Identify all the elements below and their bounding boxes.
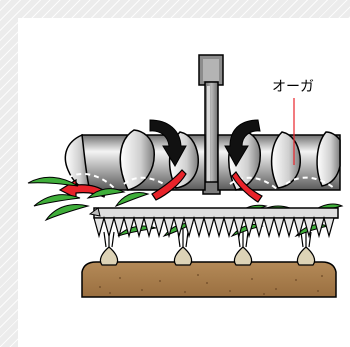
rotation-arrow-icon — [149, 119, 187, 168]
flow-arrow-inner-right — [231, 171, 263, 203]
auger-icon — [64, 129, 206, 193]
flow-arrow-inner-left — [151, 169, 187, 201]
auger-callout: オーガ — [272, 79, 314, 165]
comb-blade — [88, 207, 339, 239]
crop-bulbs — [99, 229, 316, 266]
plant-icon — [233, 229, 253, 266]
soil-bed-icon — [81, 261, 337, 298]
plant-icon — [99, 229, 119, 266]
rotation-arrows — [149, 119, 261, 168]
rotation-arrow-icon — [224, 119, 261, 168]
auger-label: オーガ — [272, 79, 314, 95]
comb-blade-icon — [88, 207, 339, 239]
plant-icon — [296, 229, 316, 266]
mast — [198, 54, 224, 195]
plant-icon — [173, 229, 193, 266]
auger-left — [64, 129, 206, 193]
